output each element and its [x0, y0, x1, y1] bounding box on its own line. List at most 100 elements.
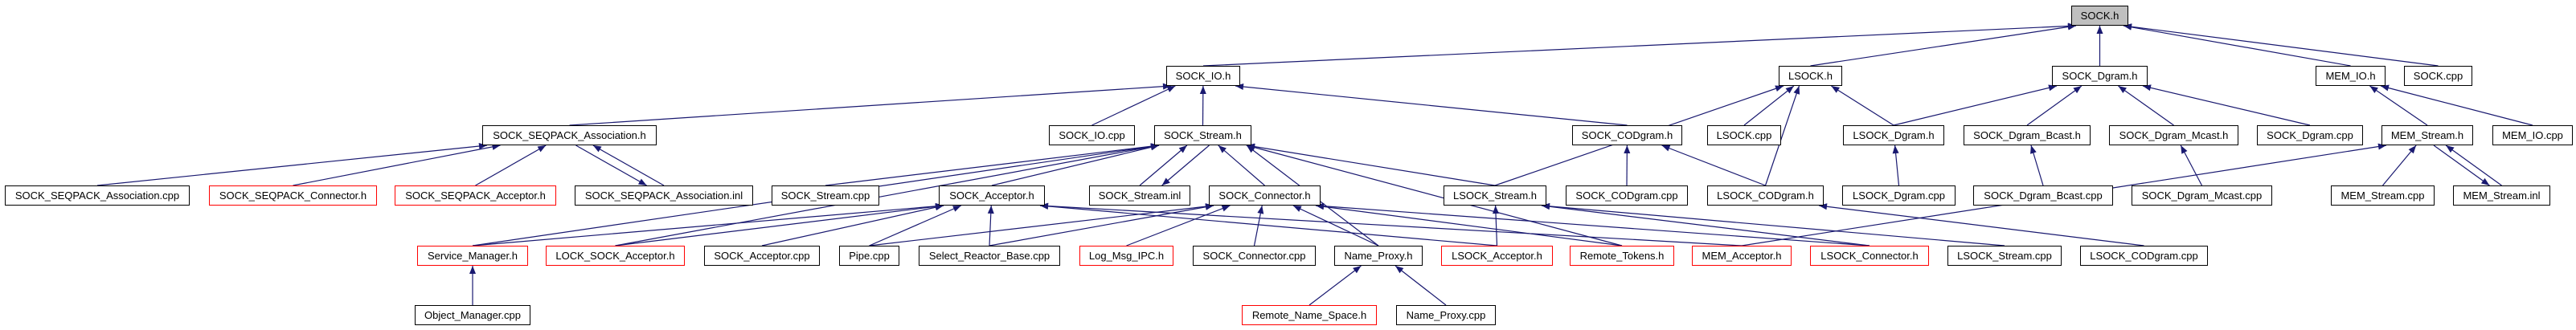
node-remote-name-space-h[interactable]: Remote_Name_Space.h — [1242, 305, 1377, 325]
arrowhead-icon — [1892, 145, 1899, 154]
node-lsock-acceptor-h[interactable]: LSOCK_Acceptor.h — [1441, 246, 1553, 266]
arrowhead-icon — [1819, 203, 1828, 210]
node-lsock-dgram-cpp[interactable]: LSOCK_Dgram.cpp — [1842, 185, 1956, 206]
edge-sock-stream-h-to-sock-stream-inl — [1161, 145, 1210, 186]
edge-mem-stream-inl-to-mem-stream-h — [2445, 145, 2502, 186]
node-sock-acceptor-cpp[interactable]: SOCK_Acceptor.cpp — [704, 246, 820, 266]
node-select-reactor-base-cpp[interactable]: Select_Reactor_Base.cpp — [919, 246, 1060, 266]
node-mem-stream-h[interactable]: MEM_Stream.h — [2381, 125, 2473, 145]
edge-lock-sock-acceptor-h-to-sock-stream-h — [615, 145, 1160, 246]
node-mem-io-h[interactable]: MEM_IO.h — [2316, 66, 2386, 86]
arrowhead-icon — [935, 204, 944, 211]
arrowhead-icon — [2446, 145, 2455, 153]
arrowhead-icon — [1178, 145, 1187, 153]
edge-mem-stream-cpp-to-mem-stream-h — [2382, 145, 2417, 186]
node-sock-dgram-mcast-h[interactable]: SOCK_Dgram_Mcast.h — [2109, 125, 2238, 145]
edge-lsock-dgram-h-to-lsock-h — [1831, 85, 1894, 126]
arrowhead-icon — [1395, 266, 1404, 274]
node-sock-dgram-h[interactable]: SOCK_Dgram.h — [2052, 66, 2148, 86]
arrowhead-icon — [2030, 145, 2037, 154]
node-name-proxy-h[interactable]: Name_Proxy.h — [1334, 246, 1423, 266]
arrowhead-icon — [1292, 206, 1302, 212]
edge-sock-io-h-to-sock-h — [1202, 25, 2077, 67]
arrowhead-icon — [2143, 84, 2152, 92]
node-object-manager-cpp[interactable]: Object_Manager.cpp — [415, 305, 530, 325]
node-sock-dgram-cpp[interactable]: SOCK_Dgram.cpp — [2257, 125, 2363, 145]
edge-lsock-codgram-h-to-sock-codgram-h — [1661, 145, 1766, 186]
node-sock-seqpack-association-inl[interactable]: SOCK_SEQPACK_Association.inl — [575, 185, 753, 206]
node-pipe-cpp[interactable]: Pipe.cpp — [839, 246, 899, 266]
edge-lsock-acceptor-h-to-sock-acceptor-h — [1039, 205, 1497, 246]
edge-lsock-stream-cpp-to-lsock-stream-h — [1541, 205, 2005, 246]
edge-mem-acceptor-h-to-sock-acceptor-h — [1039, 205, 1743, 246]
node-sock-connector-cpp[interactable]: SOCK_Connector.cpp — [1193, 246, 1316, 266]
node-lsock-stream-cpp[interactable]: LSOCK_Stream.cpp — [1947, 246, 2062, 266]
node-sock-cpp[interactable]: SOCK.cpp — [2404, 66, 2472, 86]
node-lsock-h[interactable]: LSOCK.h — [1779, 66, 1842, 86]
node-lsock-codgram-cpp[interactable]: LSOCK_CODgram.cpp — [2080, 246, 2208, 266]
node-sock-dgram-bcast-cpp[interactable]: SOCK_Dgram_Bcast.cpp — [1973, 185, 2113, 206]
arrowhead-icon — [2048, 84, 2057, 92]
edge-lsock-stream-h-to-sock-stream-h — [1246, 145, 1496, 186]
node-sock-seqpack-association-h[interactable]: SOCK_SEQPACK_Association.h — [482, 125, 657, 145]
node-mem-acceptor-h[interactable]: MEM_Acceptor.h — [1692, 246, 1792, 266]
edge-lsock-dgram-h-to-sock-dgram-h — [1893, 85, 2058, 126]
node-sock-stream-h[interactable]: SOCK_Stream.h — [1154, 125, 1251, 145]
edge-mem-stream-h-to-mem-io-h — [2369, 85, 2428, 126]
edge-mem-stream-h-to-mem-stream-inl — [2433, 145, 2490, 186]
arrowhead-icon — [1257, 206, 1264, 214]
arrowhead-icon — [987, 206, 994, 214]
edge-lsock-connector-h-to-lsock-stream-h — [1541, 205, 1870, 246]
node-sock-connector-h[interactable]: SOCK_Connector.h — [1209, 185, 1321, 206]
node-mem-stream-inl[interactable]: MEM_Stream.inl — [2453, 185, 2550, 206]
edge-sock-cpp-to-sock-h — [2123, 25, 2439, 67]
edge-sock-seqpack-association-h-to-sock-io-h — [569, 85, 1172, 126]
edge-name-proxy-cpp-to-name-proxy-h — [1394, 265, 1447, 306]
node-sock-seqpack-acceptor-h[interactable]: SOCK_SEQPACK_Acceptor.h — [395, 185, 556, 206]
edge-sock-codgram-h-to-sock-io-h — [1235, 85, 1628, 126]
edge-sock-seqpack-association-h-to-sock-seqpack-association-inl — [575, 145, 647, 186]
edge-lock-sock-acceptor-h-to-sock-acceptor-h — [615, 205, 944, 246]
arrowhead-icon — [1316, 202, 1325, 210]
edge-sock-seqpack-association-cpp-to-sock-seqpack-association-h — [96, 145, 488, 186]
arrowhead-icon — [1831, 86, 1840, 93]
node-lock-sock-acceptor-h[interactable]: LOCK_SOCK_Acceptor.h — [546, 246, 685, 266]
node-lsock-dgram-h[interactable]: LSOCK_Dgram.h — [1843, 125, 1944, 145]
node-mem-io-cpp[interactable]: MEM_IO.cpp — [2492, 125, 2573, 145]
arrowhead-icon — [1793, 86, 1800, 95]
edge-sock-seqpack-connector-h-to-sock-seqpack-association-h — [293, 145, 501, 186]
node-sock-seqpack-association-cpp[interactable]: SOCK_SEQPACK_Association.cpp — [5, 185, 190, 206]
arrowhead-icon — [1493, 206, 1499, 214]
node-sock-stream-cpp[interactable]: SOCK_Stream.cpp — [772, 185, 879, 206]
node-sock-io-h[interactable]: SOCK_IO.h — [1166, 66, 1240, 86]
node-sock-dgram-mcast-cpp[interactable]: SOCK_Dgram_Mcast.cpp — [2132, 185, 2272, 206]
node-sock-stream-inl[interactable]: SOCK_Stream.inl — [1089, 185, 1190, 206]
node-remote-tokens-h[interactable]: Remote_Tokens.h — [1570, 246, 1674, 266]
node-lsock-codgram-h[interactable]: LSOCK_CODgram.h — [1707, 185, 1824, 206]
node-lsock-stream-h[interactable]: LSOCK_Stream.h — [1444, 185, 1546, 206]
node-sock-acceptor-h[interactable]: SOCK_Acceptor.h — [939, 185, 1045, 206]
edge-sock-seqpack-acceptor-h-to-sock-seqpack-association-h — [475, 145, 547, 186]
arrowhead-icon — [2369, 86, 2378, 93]
node-mem-stream-cpp[interactable]: MEM_Stream.cpp — [2331, 185, 2435, 206]
arrowhead-icon — [1353, 266, 1362, 274]
arrowhead-icon — [1785, 86, 1794, 94]
edge-name-proxy-h-to-sock-connector-h — [1292, 205, 1379, 246]
node-sock-seqpack-connector-h[interactable]: SOCK_SEQPACK_Connector.h — [209, 185, 377, 206]
node-sock-codgram-cpp[interactable]: SOCK_CODgram.cpp — [1566, 185, 1688, 206]
node-sock-io-cpp[interactable]: SOCK_IO.cpp — [1049, 125, 1135, 145]
arrowhead-icon — [1221, 205, 1231, 212]
node-name-proxy-cpp[interactable]: Name_Proxy.cpp — [1396, 305, 1496, 325]
node-sock-h[interactable]: SOCK.h — [2071, 6, 2128, 26]
node-lsock-cpp[interactable]: LSOCK.cpp — [1707, 125, 1781, 145]
arrowhead-icon — [2381, 84, 2390, 92]
node-service-manager-h[interactable]: Service_Manager.h — [417, 246, 528, 266]
arrowhead-icon — [1775, 85, 1784, 92]
node-log-msg-ipc-h[interactable]: Log_Msg_IPC.h — [1079, 246, 1173, 266]
node-lsock-connector-h[interactable]: LSOCK_Connector.h — [1810, 246, 1929, 266]
node-sock-codgram-h[interactable]: SOCK_CODgram.h — [1572, 125, 1682, 145]
edge-pipe-cpp-to-sock-acceptor-h — [869, 205, 962, 246]
node-sock-dgram-bcast-h[interactable]: SOCK_Dgram_Bcast.h — [1964, 125, 2091, 145]
edge-pipe-cpp-to-sock-connector-h — [869, 205, 1214, 246]
